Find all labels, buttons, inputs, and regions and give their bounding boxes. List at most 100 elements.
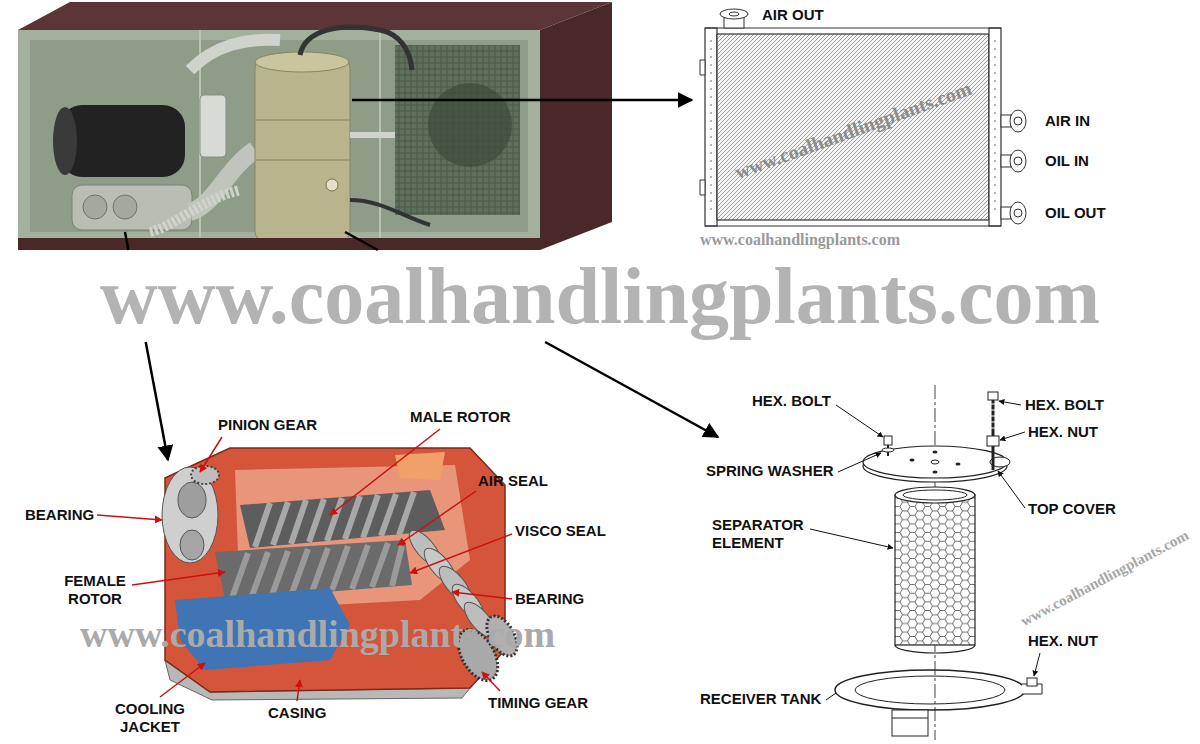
watermark: www.coalhandlingplants.com [732,78,974,182]
part-label: SEPARATOR ELEMENT [712,516,822,552]
leader-line [1000,432,1025,440]
compressor-package [18,238,540,250]
compressor-package [255,60,350,240]
compressor-package [428,83,512,167]
oil-air-cooler [700,60,705,195]
leader-line [330,429,440,515]
oil-air-cooler [1010,202,1026,224]
leader-line [482,672,500,691]
screw-airend [162,448,523,700]
oil-separator [882,448,894,452]
compressor-package [113,195,137,219]
oil-separator [895,645,975,653]
part-label: CASING [268,704,326,722]
compressor-package [326,179,338,191]
oil-separator [933,471,938,474]
part-label: PINION GEAR [218,416,317,434]
compressor-package [150,190,240,232]
port-label: OIL IN [1045,152,1089,170]
screw-airend [255,492,414,547]
oil-separator [863,446,1007,478]
pointer-arrow [125,232,128,250]
leader-line [810,529,893,548]
oil-air-cooler [717,34,989,220]
oil-air-cooler [1014,209,1022,217]
leader-line [838,453,881,472]
compressor-package [540,2,612,250]
oil-separator [933,451,938,454]
pointer-arrow [545,342,718,437]
oil-air-cooler [720,9,748,19]
oil-separator [988,392,998,400]
oil-separator [895,487,975,503]
leader-line [1034,653,1040,676]
leader-line [410,534,512,573]
oil-air-cooler [1014,157,1022,165]
oil-separator [895,495,975,645]
leader-line [97,515,162,520]
compressor-package [350,200,430,225]
leader-line [398,491,476,545]
oil-separator [903,490,967,500]
part-label: MALE ROTOR [410,408,511,426]
port-label: AIR IN [1045,112,1090,130]
part-label: AIR SEAL [478,472,548,490]
oil-air-cooler [711,40,995,215]
watermark: www.coalhandlingplants.com [1019,527,1192,628]
oil-separator [990,404,996,428]
compressor-package [60,105,185,177]
oil-separator [855,676,1005,704]
screw-airend [162,467,218,563]
pointer-arrow [352,99,692,102]
part-label: TOP COVER [1028,500,1116,518]
compressor-package [18,2,612,250]
leader-line [826,693,836,700]
oil-separator [835,385,1042,740]
oil-separator [892,710,928,736]
oil-air-cooler [1010,110,1026,132]
leader-line [836,405,883,437]
oil-separator [910,459,915,462]
compressor-package [53,107,77,175]
leader-line [160,663,205,697]
compressor-package [83,195,107,219]
part-label: BEARING [515,590,584,608]
oil-separator [1027,678,1037,686]
compressor-package [350,132,395,138]
oil-air-cooler [729,12,739,16]
oil-air-cooler [1001,110,1026,224]
part-label: HEX. NUT [1028,423,1098,441]
part-label: HEX. BOLT [752,392,831,410]
screw-airend [395,452,445,480]
screw-airend [165,448,505,692]
leader-line [810,401,1040,700]
leader-line [998,471,1025,508]
oil-air-cooler [1010,150,1026,172]
oil-air-cooler [700,9,1026,226]
oil-separator [956,463,961,466]
watermark: www.coalhandlingplants.com [80,615,555,653]
oil-separator [892,718,928,719]
leader-line [97,429,512,701]
oil-separator [931,460,939,464]
compressor-package [18,30,540,250]
screw-airend [178,482,206,518]
leader-line [452,592,512,599]
part-label: VISCO SEAL [515,522,606,540]
pointer-arrow [146,342,168,460]
part-label: COOLING JACKET [100,700,200,736]
part-label: TIMING GEAR [488,694,588,712]
compressor-package [300,27,412,70]
leader-line [132,572,225,585]
oil-air-cooler [1014,117,1022,125]
compressor-package [395,45,520,215]
port-label: OIL OUT [1045,204,1106,222]
pointer-arrow [345,232,378,250]
screw-airend [180,530,204,560]
leader-line [297,680,300,701]
screw-airend [191,466,219,484]
oil-air-cooler [705,28,1001,226]
part-label: SPRING WASHER [706,462,834,480]
part-label: RECEIVER TANK [700,690,821,708]
